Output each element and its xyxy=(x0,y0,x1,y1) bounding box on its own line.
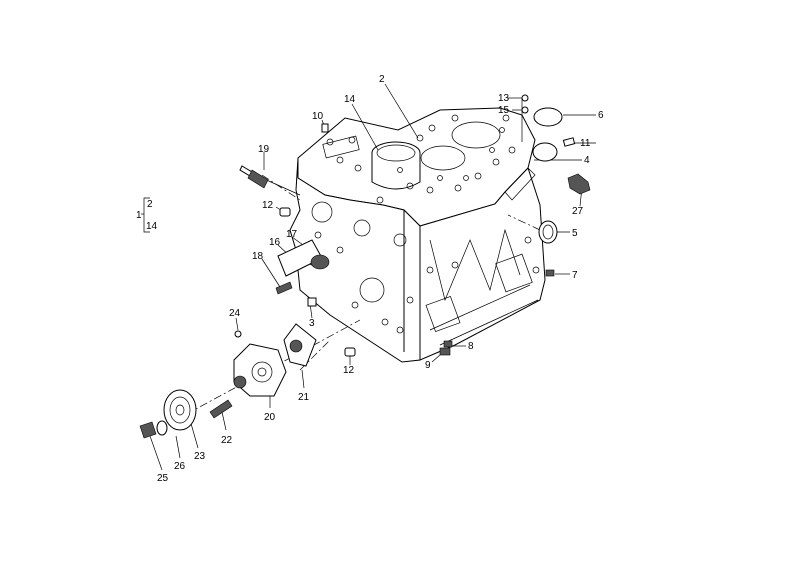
callout-16: 16 xyxy=(269,237,281,248)
callout-12-lower: 12 xyxy=(343,365,355,376)
leader-lines xyxy=(149,83,596,471)
oil-pump-assembly xyxy=(139,323,317,439)
callout-8: 8 xyxy=(468,341,474,352)
callout-24: 24 xyxy=(229,308,241,319)
callout-4: 4 xyxy=(584,155,590,166)
part-20-pump xyxy=(233,343,287,397)
callout-25: 25 xyxy=(157,473,169,484)
callout-17: 17 xyxy=(286,229,298,240)
bracket-label-1: 1 xyxy=(136,210,142,221)
small-parts xyxy=(239,94,591,357)
part-27-sensor xyxy=(567,173,591,195)
callout-5: 5 xyxy=(572,228,578,239)
callout-23: 23 xyxy=(194,451,206,462)
callout-9: 9 xyxy=(425,360,431,371)
callout-2: 2 xyxy=(379,74,385,85)
bracket-item-2: 2 xyxy=(147,199,153,210)
callout-18: 18 xyxy=(252,251,264,262)
part-6-plug xyxy=(533,107,563,127)
callout-12-upper: 12 xyxy=(262,200,274,211)
callout-6: 6 xyxy=(598,110,604,121)
callout-19: 19 xyxy=(258,144,270,155)
callout-10: 10 xyxy=(312,111,324,122)
cylinder-block xyxy=(289,107,546,363)
part-4-plug xyxy=(532,142,558,162)
callout-22: 22 xyxy=(221,435,233,446)
part-19-stud xyxy=(247,169,269,189)
group-bracket: 1 2 14 xyxy=(136,197,158,233)
callout-14: 14 xyxy=(344,94,356,105)
part-5-seal xyxy=(538,220,558,244)
callout-21: 21 xyxy=(298,392,310,403)
deck-holes xyxy=(326,114,516,204)
callout-15: 15 xyxy=(498,105,510,116)
callout-11: 11 xyxy=(580,138,591,149)
part-23-gear xyxy=(163,389,197,431)
callout-20: 20 xyxy=(264,412,276,423)
callout-26: 26 xyxy=(174,461,186,472)
callout-27: 27 xyxy=(572,206,584,217)
callout-labels: 2 4 5 6 7 8 9 10 11 12 12 13 14 15 16 17… xyxy=(157,74,604,484)
bracket-item-14: 14 xyxy=(146,221,158,232)
callout-13: 13 xyxy=(498,93,510,104)
callout-7: 7 xyxy=(572,270,578,281)
callout-3: 3 xyxy=(309,318,315,329)
